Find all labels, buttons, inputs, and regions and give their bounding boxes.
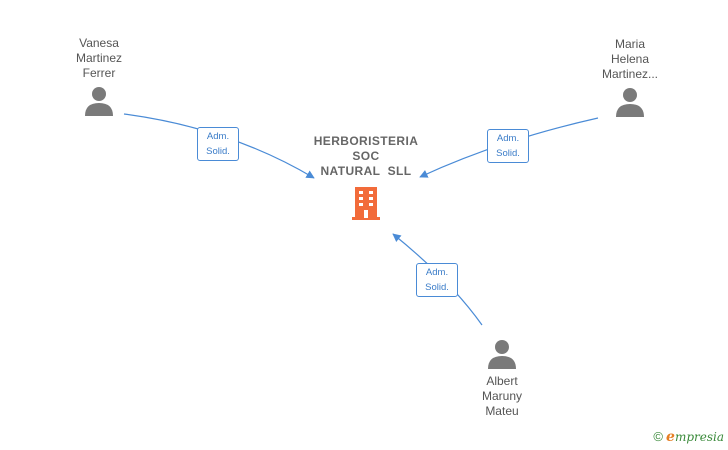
copyright-symbol: ©	[653, 429, 664, 444]
relation-badge-maria[interactable]: Adm. Solid.	[487, 129, 529, 163]
person-node-albert[interactable]: Albert Maruny Mateu	[461, 338, 543, 419]
company-name-line: NATURAL SLL	[320, 164, 412, 178]
company-name-line: SOC	[352, 149, 380, 163]
relation-badge-albert[interactable]: Adm. Solid.	[416, 263, 458, 297]
relation-label-line: Adm.	[206, 131, 230, 142]
company-name-line: HERBORISTERIA	[313, 134, 419, 148]
person-icon	[85, 87, 113, 116]
brand-logo: ©empresia	[653, 429, 724, 445]
person-name-line: Ferrer	[82, 66, 116, 80]
person-name-line: Albert	[486, 374, 518, 388]
person-icon	[616, 88, 644, 117]
person-name-line: Vanesa	[79, 36, 119, 50]
relation-label-line: Solid.	[206, 146, 230, 157]
person-icon	[488, 340, 516, 369]
person-name-line: Maria	[614, 37, 645, 51]
relation-label-line: Adm.	[425, 267, 449, 278]
person-name-line: Martinez...	[601, 67, 658, 81]
relation-label-line: Adm.	[496, 133, 520, 144]
person-name-line: Mateu	[485, 404, 519, 418]
person-node-maria[interactable]: Maria Helena Martinez...	[588, 37, 672, 118]
person-name-line: Martinez	[75, 51, 122, 65]
person-name-line: Maruny	[481, 389, 522, 403]
brand-name: mpresia	[674, 430, 724, 444]
relation-label-line: Solid.	[425, 282, 449, 293]
person-node-vanesa[interactable]: Vanesa Martinez Ferrer	[58, 36, 140, 117]
building-icon	[352, 187, 380, 220]
company-node[interactable]: HERBORISTERIA SOC NATURAL SLL	[296, 134, 436, 221]
brand-initial: e	[666, 429, 675, 445]
person-name-line: Helena	[610, 52, 650, 66]
relation-label-line: Solid.	[496, 148, 520, 159]
relation-badge-vanesa[interactable]: Adm. Solid.	[197, 127, 239, 161]
